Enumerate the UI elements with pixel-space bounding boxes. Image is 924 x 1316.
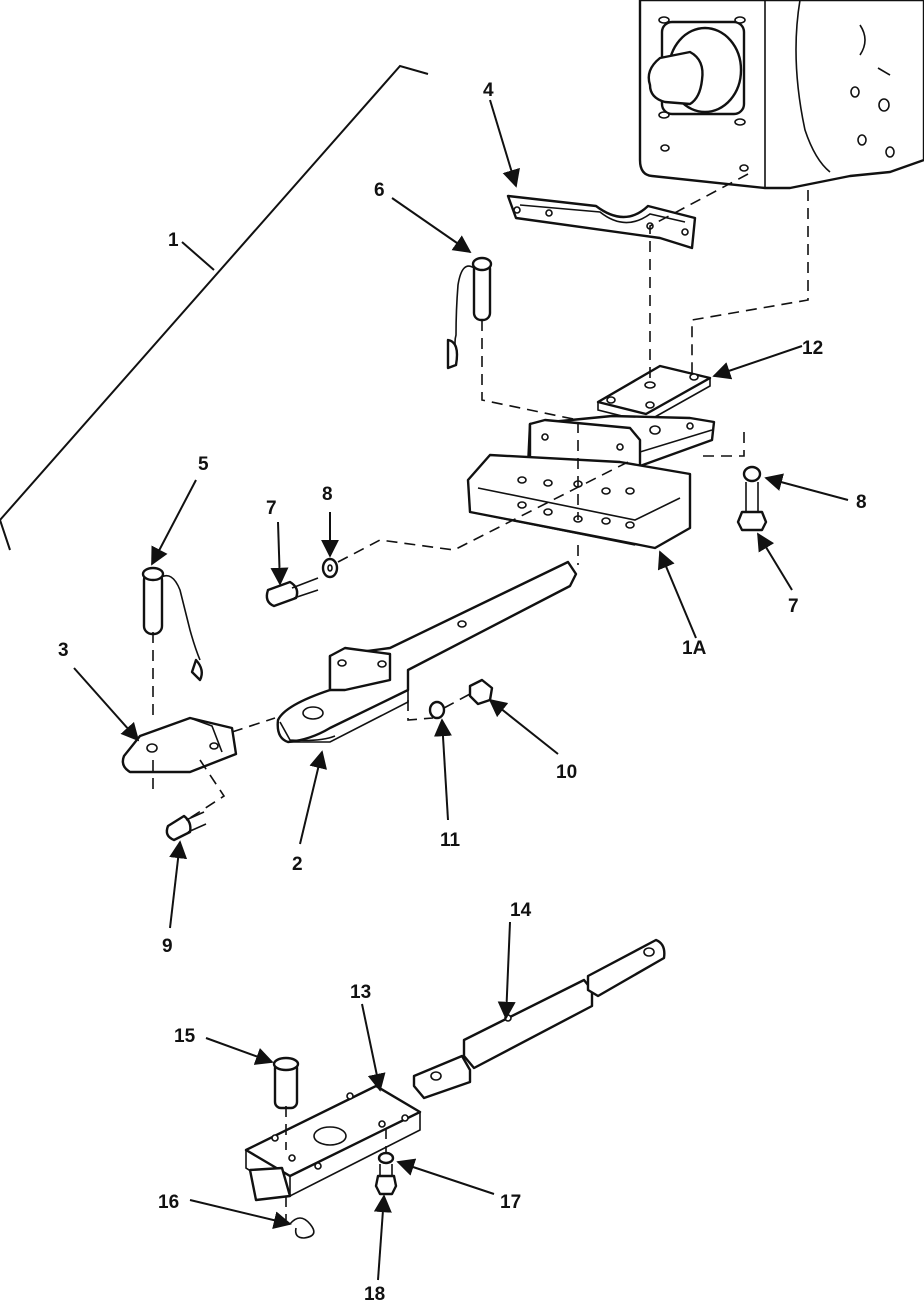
callout-17: 17 bbox=[500, 1192, 521, 1213]
washer-17 bbox=[377, 1151, 395, 1165]
callout-15: 15 bbox=[174, 1026, 196, 1047]
callout-6: 6 bbox=[374, 180, 385, 201]
drawbar-support-bracket bbox=[506, 194, 697, 250]
bolt-left bbox=[265, 577, 319, 608]
callout-7-right: 7 bbox=[788, 596, 799, 617]
callout-2: 2 bbox=[292, 854, 303, 875]
callout-14: 14 bbox=[510, 900, 532, 921]
callout-3: 3 bbox=[58, 640, 69, 661]
callout-8-right: 8 bbox=[856, 492, 867, 513]
washer-right bbox=[742, 465, 762, 483]
tractor-rear-housing bbox=[638, 0, 924, 190]
hitch-plate bbox=[244, 1084, 422, 1202]
washer-left bbox=[321, 557, 339, 579]
drawbar-clevis bbox=[121, 716, 238, 774]
assembly-dash-lines bbox=[152, 173, 809, 1220]
bolt-18 bbox=[374, 1164, 398, 1196]
callout-8-left: 8 bbox=[322, 484, 333, 505]
callout-4: 4 bbox=[483, 80, 494, 101]
callout-10: 10 bbox=[556, 762, 577, 783]
callout-5: 5 bbox=[198, 454, 209, 475]
telescoping-link bbox=[412, 938, 666, 1100]
callout-13: 13 bbox=[350, 982, 371, 1003]
drawbar-guide-assembly bbox=[466, 414, 716, 550]
bolt-right bbox=[736, 482, 768, 532]
nut-10 bbox=[468, 678, 494, 706]
bolt-9 bbox=[165, 811, 207, 842]
callout-7-left: 7 bbox=[266, 498, 277, 519]
callout-18: 18 bbox=[364, 1284, 385, 1305]
assembly-bracket bbox=[0, 64, 429, 551]
callout-12: 12 bbox=[802, 338, 823, 359]
callout-1: 1 bbox=[168, 230, 179, 251]
callout-9: 9 bbox=[162, 936, 173, 957]
washer-11 bbox=[428, 700, 446, 720]
pin-with-chain bbox=[446, 256, 493, 370]
callout-11: 11 bbox=[440, 830, 461, 851]
callout-leaders bbox=[73, 99, 849, 1281]
callout-1a: 1A bbox=[682, 638, 707, 659]
callout-labels: 1 4 6 12 8 7 1A 5 7 8 3 2 9 11 10 14 13 … bbox=[58, 80, 867, 1305]
clevis-pin-with-chain bbox=[141, 566, 203, 682]
hitch-pin bbox=[272, 1056, 300, 1110]
drawbar bbox=[276, 560, 578, 744]
callout-16: 16 bbox=[158, 1192, 179, 1213]
hair-pin-clip bbox=[289, 1217, 315, 1239]
mounting-plate bbox=[596, 364, 712, 423]
